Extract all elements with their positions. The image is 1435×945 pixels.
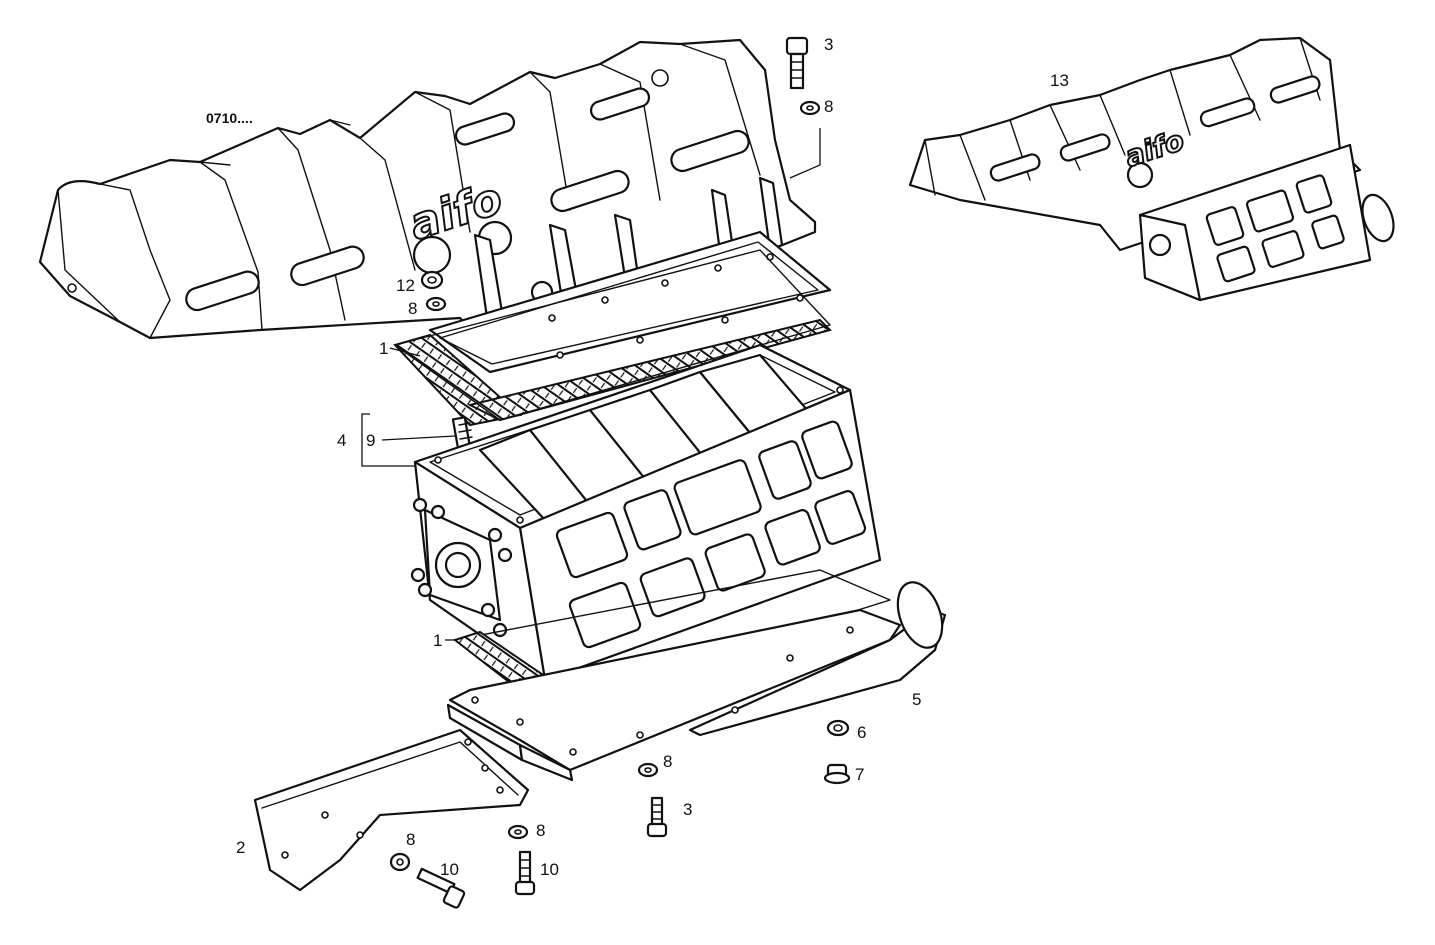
bolt-10-vertical [514,850,536,896]
callout-8-mid: 8 [408,299,417,318]
washer-8-mid [425,296,447,312]
callout-8-bottom: 8 [536,821,545,840]
crankcase-block [410,343,882,682]
washer-8-low [637,762,659,778]
callout-4: 4 [337,431,346,450]
bolt-3-top [785,36,809,90]
callout-6: 6 [857,723,866,742]
callout-1-lower: 1 [433,631,442,650]
mounting-bracket [253,728,530,892]
callout-2: 2 [236,838,245,857]
callout-labels: 0710.... 3 8 12 8 1 4 9 1 5 6 7 8 3 8 8 … [206,35,1069,879]
callout-5: 5 [912,690,921,709]
callout-3-top: 3 [824,35,833,54]
washer-6 [826,719,850,737]
callout-8-left: 8 [406,830,415,849]
callout-10-vertical: 10 [540,860,559,879]
callout-7: 7 [855,765,864,784]
nut-12 [420,270,444,290]
callout-3-bottom: 3 [683,800,692,819]
callout-1-upper: 1 [379,339,388,358]
leader-lines [361,128,821,641]
callout-13: 13 [1050,71,1069,90]
callout-10-angled: 10 [440,860,459,879]
washer-8-bottom [507,824,529,840]
callout-8-low: 8 [663,752,672,771]
main-manifold-cover: aifo [38,38,832,374]
plug-7 [823,763,851,785]
washer-8-top [799,100,821,116]
bolt-3-bottom [646,796,668,838]
drawing-code-label: 0710.... [206,110,253,126]
washer-8-left [389,852,411,872]
assembled-inset-view: aifo [908,36,1395,302]
bolt-10-angled [416,867,466,909]
upper-gasket [393,249,832,427]
oil-sump [446,581,947,782]
callout-9: 9 [366,431,375,450]
callout-12: 12 [396,276,415,295]
callout-8-top: 8 [824,97,833,116]
